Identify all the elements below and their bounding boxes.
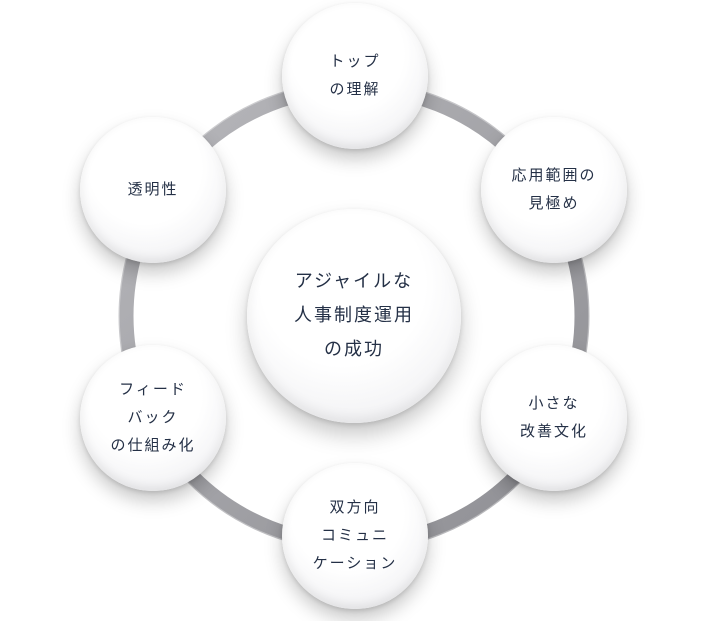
node-label-application-scope: 応用範囲の 見極め xyxy=(511,166,597,212)
node-label-small-improvement-culture: 小さな 改善文化 xyxy=(519,394,588,440)
node-label-transparency: 透明性 xyxy=(127,180,179,199)
node-two-way-communication: 双方向 コミュニ ケーション xyxy=(282,463,428,609)
node-application-scope: 応用範囲の 見極め xyxy=(481,117,627,263)
node-small-improvement-culture: 小さな 改善文化 xyxy=(481,345,627,491)
node-label-top-understanding: トップ の理解 xyxy=(329,52,381,98)
node-top-understanding: トップ の理解 xyxy=(282,3,428,149)
node-label-feedback-mechanism: フィード バック の仕組み化 xyxy=(110,380,196,454)
node-label-two-way-communication: 双方向 コミュニ ケーション xyxy=(312,498,398,572)
center-node-agile-hr-success: アジャイルな 人事制度運用 の成功 xyxy=(247,209,461,423)
center-node-label: アジャイルな 人事制度運用 の成功 xyxy=(294,270,414,361)
node-transparency: 透明性 xyxy=(80,117,226,263)
node-feedback-mechanism: フィード バック の仕組み化 xyxy=(80,345,226,491)
